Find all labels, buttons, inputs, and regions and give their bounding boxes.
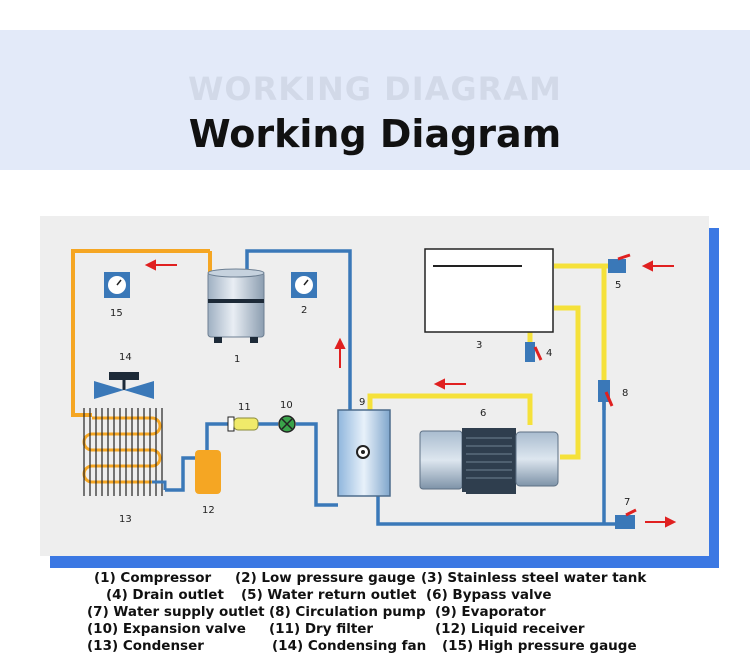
drain-outlet-valve: [525, 342, 543, 362]
refrigerant-pipe-blue: [165, 249, 616, 526]
condenser: [82, 408, 167, 496]
legend-item: (15) High pressure gauge: [442, 638, 637, 654]
legend-item: (4) Drain outlet: [106, 587, 224, 603]
label-9: 9: [359, 397, 365, 408]
dry-filter: [227, 416, 259, 432]
label-4: 4: [546, 348, 552, 359]
label-12: 12: [202, 505, 215, 516]
legend-item: (10) Expansion valve: [87, 621, 246, 637]
legend-item: (2) Low pressure gauge: [235, 570, 416, 586]
title-banner: [0, 30, 750, 170]
legend-item: (14) Condensing fan: [272, 638, 427, 654]
water-pipe-yellow: [367, 263, 616, 460]
liquid-receiver: [195, 450, 221, 494]
bypass-valve-vertical: [598, 380, 614, 407]
label-7: 7: [624, 497, 630, 508]
legend-item: (3) Stainless steel water tank: [421, 570, 647, 586]
legend-item: (1) Compressor: [94, 570, 212, 586]
evaporator: [337, 409, 391, 497]
label-10: 10: [280, 400, 293, 411]
label-14: 14: [119, 352, 132, 363]
label-1: 1: [234, 354, 240, 365]
label-6: 6: [480, 408, 486, 419]
condensing-fan: [94, 372, 154, 399]
label-3: 3: [476, 340, 482, 351]
water-supply-outlet-valve: [615, 508, 637, 529]
label-11: 11: [238, 402, 251, 413]
legend-item: (6) Bypass valve: [426, 587, 552, 603]
arrow-up-evaporator: [334, 337, 346, 368]
arrow-left-top: [144, 259, 177, 271]
legend-item: (13) Condenser: [87, 638, 204, 654]
low-pressure-gauge: [291, 272, 317, 298]
label-13: 13: [119, 514, 132, 525]
label-2: 2: [301, 305, 307, 316]
legend-item: (11) Dry filter: [269, 621, 374, 637]
flow-arrows: [144, 259, 677, 528]
arrow-in-water-return: [641, 260, 674, 272]
circulation-pump: [419, 428, 559, 494]
legend-item: (9) Evaporator: [435, 604, 546, 620]
page-title: Working Diagram: [188, 112, 562, 156]
legend-item: (5) Water return outlet: [241, 587, 417, 603]
expansion-valve: [278, 415, 296, 433]
stainless-steel-water-tank: [424, 248, 554, 333]
arrow-left-pump: [433, 378, 466, 390]
water-return-outlet-valve: [608, 253, 631, 273]
legend-item: (12) Liquid receiver: [435, 621, 585, 637]
compressor: [207, 268, 265, 343]
legend-item: (8) Circulation pump: [269, 604, 426, 620]
high-pressure-gauge: [104, 272, 130, 298]
banner-ghost-title: WORKING DIAGRAM: [188, 70, 562, 108]
label-8: 8: [622, 388, 628, 399]
label-15: 15: [110, 308, 123, 319]
label-5: 5: [615, 280, 621, 291]
arrow-out-water-supply: [645, 516, 677, 528]
legend-item: (7) Water supply outlet: [87, 604, 265, 620]
